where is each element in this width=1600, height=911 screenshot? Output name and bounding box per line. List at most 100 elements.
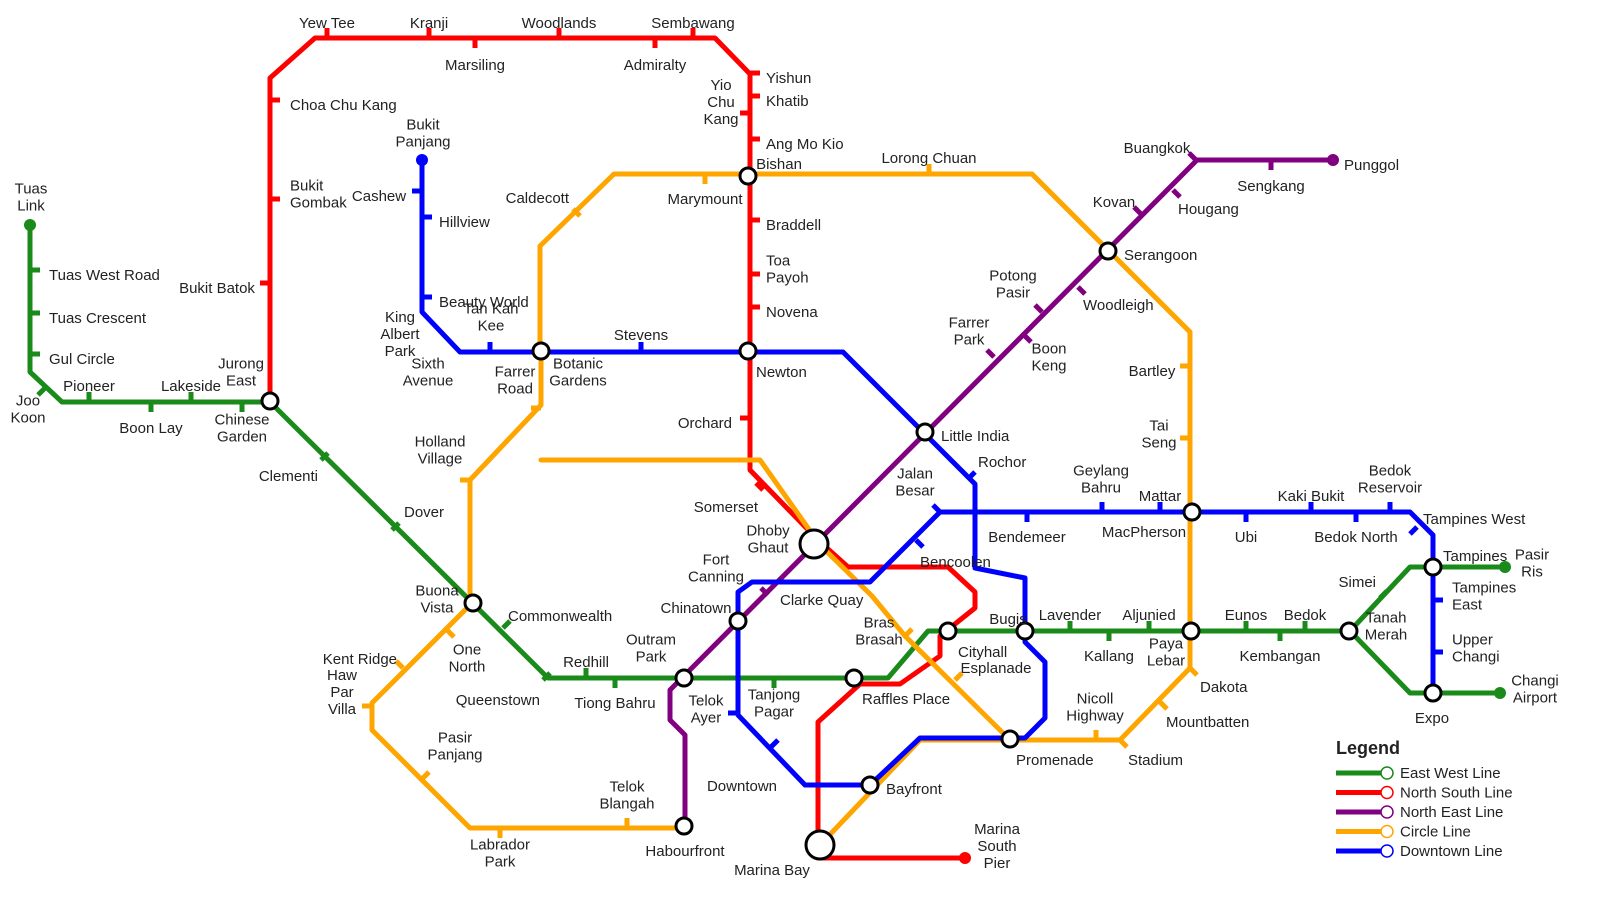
- interchange-jurong-east: [260, 391, 280, 411]
- terminus-marina-south-pier: [959, 852, 971, 864]
- station-label-little-india: Little India: [941, 428, 1010, 445]
- station-label-clarke-quay: Clarke Quay: [780, 592, 864, 609]
- station-label-redhill: Redhill: [563, 654, 609, 671]
- legend-label: North East Line: [1400, 804, 1503, 821]
- legend-label: Downtown Line: [1400, 843, 1503, 860]
- station-label-yishun: Yishun: [766, 70, 811, 87]
- station-label-lorong-chuan: Lorong Chuan: [881, 150, 976, 167]
- route-ew2: [1347, 628, 1503, 696]
- tick-bras-brasah: [903, 627, 914, 638]
- interchange-botanic-gardens: [531, 341, 551, 361]
- route-dt: [419, 157, 1436, 788]
- interchange-tanah-merah: [1339, 621, 1359, 641]
- legend-item-ne: North East Line: [1336, 804, 1503, 821]
- station-label-bukit-batok: Bukit Batok: [179, 280, 255, 297]
- station-label-lakeside: Lakeside: [161, 378, 221, 395]
- tick-buangkok: [1187, 151, 1198, 162]
- tick-tampines-west: [1408, 525, 1419, 536]
- station-label-bendemeer: Bendemeer: [988, 529, 1066, 546]
- station-label-tuas-crescent: Tuas Crescent: [49, 310, 147, 327]
- station-label-woodleigh: Woodleigh: [1083, 297, 1154, 314]
- station-label-newton: Newton: [756, 364, 807, 381]
- station-label-beauty-world: Beauty World: [439, 294, 529, 311]
- station-label-caldecott: Caldecott: [506, 190, 570, 207]
- station-label-bencoolen: Bencoolen: [920, 554, 991, 571]
- station-label-tampines-west: Tampines West: [1423, 511, 1526, 528]
- tick-hougang: [1171, 188, 1182, 199]
- station-label-commonwealth: Commonwealth: [508, 608, 612, 625]
- station-label-cashew: Cashew: [352, 188, 406, 205]
- station-label-bugis: Bugis: [989, 611, 1027, 628]
- station-label-ubi: Ubi: [1235, 529, 1258, 546]
- station-label-kembangan: Kembangan: [1240, 648, 1321, 665]
- station-label-esplanade: Esplanade: [961, 660, 1032, 677]
- station-label-marina-bay: Marina Bay: [734, 862, 810, 879]
- route-cc2: [369, 349, 688, 831]
- station-label-downtown: Downtown: [707, 778, 777, 795]
- legend-marker: [1380, 805, 1394, 819]
- interchange-buona-vista: [463, 593, 483, 613]
- legend-label: East West Line: [1400, 765, 1501, 782]
- legend-label: Circle Line: [1400, 824, 1471, 841]
- tick-mountbatten: [1158, 700, 1169, 711]
- tick-pasir-panjang: [420, 770, 431, 781]
- tick-boon-keng: [1022, 333, 1033, 344]
- tick-joo-koon: [36, 386, 47, 397]
- legend-marker: [1380, 844, 1394, 858]
- tick-dakota: [1188, 666, 1199, 677]
- tick-downtown: [769, 738, 780, 749]
- station-label-marymount: Marymount: [667, 191, 743, 208]
- station-label-kovan: Kovan: [1093, 194, 1136, 211]
- tick-dover: [390, 521, 401, 532]
- station-label-mountbatten: Mountbatten: [1166, 714, 1249, 731]
- tick-clementi: [319, 451, 330, 462]
- station-label-bishan: Bishan: [756, 156, 802, 173]
- route-ew: [27, 222, 1508, 681]
- station-nodes: [24, 154, 1511, 864]
- station-label-expo: Expo: [1415, 710, 1449, 727]
- interchange-bishan: [738, 166, 758, 186]
- station-label-braddell: Braddell: [766, 217, 821, 234]
- station-label-cityhall: Cityhall: [958, 644, 1007, 661]
- station-label-yew-tee: Yew Tee: [299, 15, 355, 32]
- terminus-bukit-panjang: [416, 154, 428, 166]
- station-label-rochor: Rochor: [978, 454, 1026, 471]
- interchange-dhoby-ghaut: [798, 528, 830, 560]
- tick-potong-pasir: [1033, 303, 1044, 314]
- terminus-changi-airport: [1494, 687, 1506, 699]
- tick-bencoolen: [914, 538, 925, 549]
- station-label-novena: Novena: [766, 304, 818, 321]
- tick-clarke-quay: [759, 586, 770, 597]
- station-label-bedok: Bedok: [1284, 607, 1327, 624]
- station-label-dover: Dover: [404, 504, 444, 521]
- legend-item-ns: North South Line: [1336, 785, 1513, 802]
- interchange-serangoon: [1098, 241, 1118, 261]
- station-label-mattar: Mattar: [1139, 488, 1182, 505]
- station-ticks: [30, 28, 1443, 838]
- tick-caldecott: [571, 207, 582, 218]
